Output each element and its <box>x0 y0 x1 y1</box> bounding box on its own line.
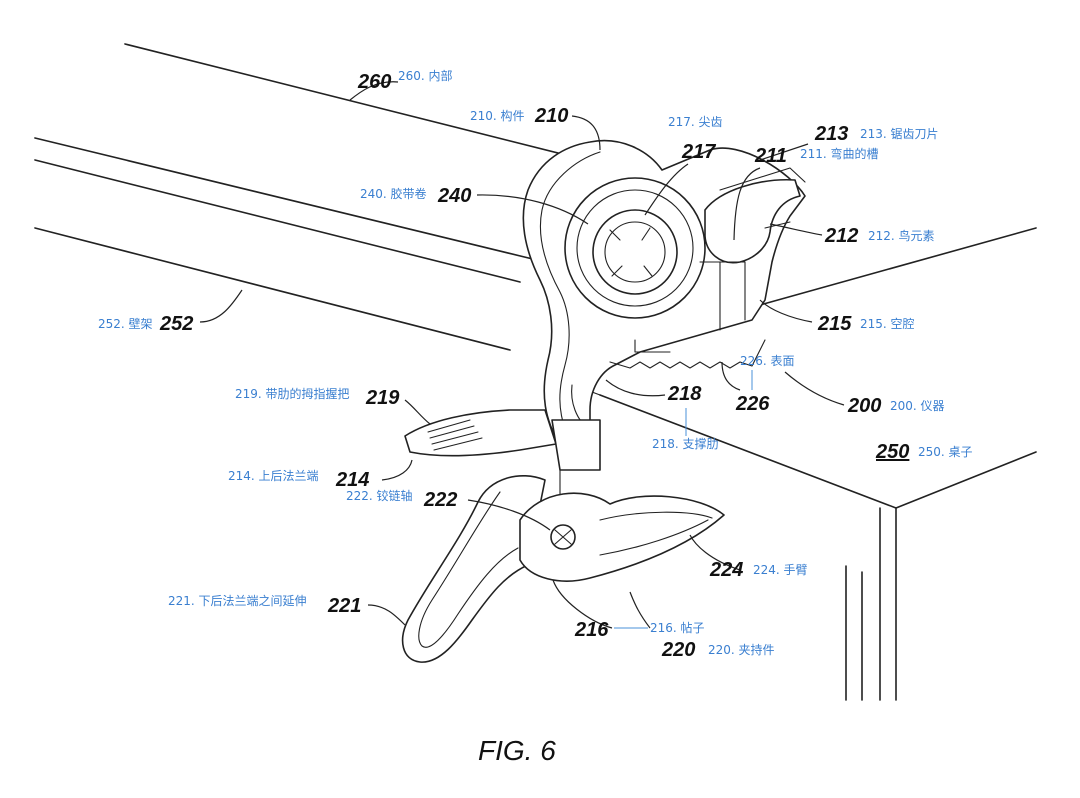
label-217-number: 217 <box>681 141 716 163</box>
label-200-number: 200 <box>847 395 881 417</box>
label-222-number: 222 <box>423 489 457 511</box>
label-210-number: 210 <box>534 105 568 127</box>
label-217-text: 217. 尖齿 <box>668 115 723 129</box>
label-221-number: 221 <box>327 595 361 617</box>
label-213-number: 213 <box>814 123 848 145</box>
label-214-number: 214 <box>335 469 369 491</box>
label-210-text: 210. 构件 <box>470 108 525 123</box>
label-220-number: 220 <box>661 639 695 661</box>
label-226-number: 226 <box>735 393 770 415</box>
label-226-text: 226. 表面 <box>740 354 795 368</box>
label-240-number: 240 <box>437 185 471 207</box>
label-240-text: 240. 胶带卷 <box>360 186 427 201</box>
label-219-text: 219. 带肋的拇指握把 <box>235 386 350 401</box>
label-224-text: 224. 手臂 <box>753 563 808 577</box>
label-211-text: 211. 弯曲的槽 <box>800 146 879 161</box>
label-221-text: 221. 下后法兰端之间延伸 <box>168 594 307 608</box>
label-215-number: 215 <box>817 313 852 335</box>
label-224-number: 224 <box>709 559 743 581</box>
label-213-text: 213. 锯齿刀片 <box>860 126 939 141</box>
device-drawing <box>401 139 806 663</box>
label-219-number: 219 <box>365 387 400 409</box>
label-220-text: 220. 夹持件 <box>708 642 775 657</box>
label-212-text: 212. 鸟元素 <box>868 228 935 243</box>
label-222-text: 222. 铰链轴 <box>346 488 413 503</box>
label-252-number: 252 <box>159 313 193 335</box>
label-216-number: 216 <box>574 619 609 641</box>
figure-caption: FIG. 6 <box>478 735 556 766</box>
label-252-text: 252. 壁架 <box>98 316 153 331</box>
label-214-text: 214. 上后法兰端 <box>228 469 319 483</box>
label-216-text: 216. 帖子 <box>650 620 705 635</box>
label-250-text: 250. 桌子 <box>918 445 973 459</box>
label-200-text: 200. 仪器 <box>890 399 945 413</box>
label-218-number: 218 <box>667 383 702 405</box>
label-218-text: 218. 支撑肋 <box>652 436 719 451</box>
label-212-number: 212 <box>824 225 858 247</box>
label-250-number: 250 <box>875 441 909 463</box>
label-260-text: 260. 内部 <box>398 68 453 83</box>
labels: 260 260. 内部 210. 构件 210 217. 尖齿 217 213 … <box>98 68 973 661</box>
label-211-number: 211 <box>754 145 787 167</box>
leader-lines <box>199 81 845 629</box>
label-215-text: 215. 空腔 <box>860 316 915 331</box>
label-260-number: 260 <box>357 71 391 93</box>
